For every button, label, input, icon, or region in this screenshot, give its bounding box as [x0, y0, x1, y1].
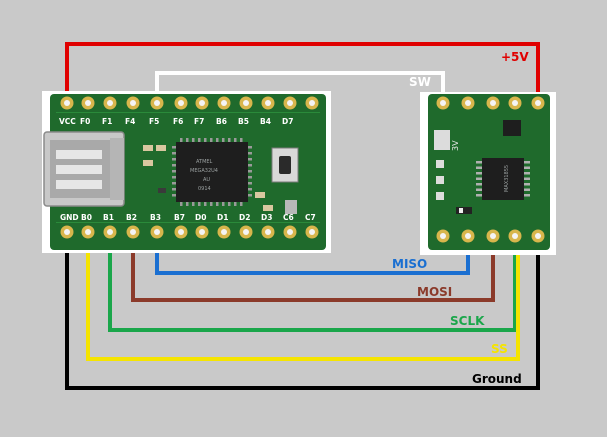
- sensor-bottom-pin-4: [508, 229, 522, 243]
- teensy-pin-d7: [283, 96, 297, 110]
- teensy-pin-vcc: [60, 96, 74, 110]
- teensy-pin-label-b2: B2: [126, 213, 137, 222]
- teensy-pin-label-f7: F7: [194, 117, 204, 126]
- teensy-pin-f4: [126, 96, 140, 110]
- teensy-pin-label-b4: B4: [260, 117, 271, 126]
- sensor-chip: MAX31855: [476, 158, 530, 200]
- sensor-top-pin-5: [531, 96, 545, 110]
- sensor-top-pin-4: [508, 96, 522, 110]
- teensy-pin-label-b3: B3: [150, 213, 161, 222]
- teensy-pin-b5: [239, 96, 253, 110]
- sensor-bottom-pin-1: [436, 229, 450, 243]
- teensy-pin-b3: [150, 225, 164, 239]
- teensy-pin-label-f6: F6: [173, 117, 183, 126]
- teensy-pin-label-b6: B6: [216, 117, 227, 126]
- ground-wire: [65, 232, 540, 390]
- sensor-bottom-pin-3: [486, 229, 500, 243]
- teensy-pin-label-d1: D1: [217, 213, 228, 222]
- teensy-pin-label-f5: F5: [149, 117, 159, 126]
- teensy-pin-d2: [239, 225, 253, 239]
- sclk-wire: [108, 232, 517, 332]
- teensy-pin-extra: [305, 96, 319, 110]
- sclk-label: SCLK: [450, 314, 485, 328]
- teensy-pin-label-c7: C7: [305, 213, 316, 222]
- wire-labels: +5V SW MISO MOSI SCLK SS Ground: [392, 50, 529, 386]
- usb-connector: [43, 131, 125, 207]
- sensor-chip-text: MAX31855: [504, 165, 510, 192]
- microcontroller-chip: ATMEL MEGA32U4 AU 0914: [172, 138, 252, 206]
- teensy-pin-label-b7: B7: [174, 213, 185, 222]
- teensy-pin-b2: [126, 225, 140, 239]
- mosi-label: MOSI: [417, 285, 452, 299]
- teensy-pin-f1: [103, 96, 117, 110]
- sensor-pins: [436, 96, 545, 243]
- reset-button: [271, 147, 299, 183]
- teensy-pin-label-d3: D3: [261, 213, 272, 222]
- teensy-pin-label-f4: F4: [125, 117, 135, 126]
- ground-label: Ground: [472, 372, 522, 386]
- chip-text-line-3: AU: [203, 177, 210, 183]
- teensy-pin-label-f0: F0: [80, 117, 90, 126]
- teensy-pin-label-c6: C6: [283, 213, 294, 222]
- teensy-pin-b0: [81, 225, 95, 239]
- teensy-pin-label-d0: D0: [195, 213, 206, 222]
- teensy-pin-label-b0: B0: [81, 213, 92, 222]
- teensy-pin-label-b1: B1: [103, 213, 114, 222]
- teensy-pin-c6: [283, 225, 297, 239]
- teensy-pin-f7: [195, 96, 209, 110]
- sensor-top-pin-2: [461, 96, 475, 110]
- teensy-pin-label-d2: D2: [239, 213, 250, 222]
- teensy-pin-label-f1: F1: [102, 117, 112, 126]
- chip-text-line-2: MEGA32U4: [190, 168, 218, 174]
- chip-text-line-1: ATMEL: [196, 159, 213, 165]
- teensy-pin-b1: [103, 225, 117, 239]
- teensy-board: ATMEL MEGA32U4 AU 0914 VCC F0 F1 F4 F5 F6 F7 B6…: [42, 91, 331, 253]
- mosi-wire: [131, 232, 495, 302]
- teensy-top-pins: VCC F0 F1 F4 F5 F6 F7 B6 B5 B4 D7: [59, 96, 319, 126]
- sensor-bottom-pin-5: [531, 229, 545, 243]
- smd-components: [143, 145, 297, 214]
- teensy-pin-b6: [217, 96, 231, 110]
- ss-wire: [86, 232, 520, 361]
- sw-label: SW: [409, 75, 431, 89]
- sensor-top-pin-1: [436, 96, 450, 110]
- teensy-pin-d1: [217, 225, 231, 239]
- teensy-pin-gnd: [60, 225, 74, 239]
- miso-label: MISO: [392, 257, 427, 271]
- teensy-pin-f6: [174, 96, 188, 110]
- teensy-pin-c7: [305, 225, 319, 239]
- teensy-pin-label-d7: D7: [282, 117, 293, 126]
- teensy-pin-d0: [195, 225, 209, 239]
- vcc-label: +5V: [501, 50, 529, 64]
- teensy-pin-f5: [150, 96, 164, 110]
- sensor-top-pin-3: [486, 96, 500, 110]
- chip-text-line-4: 0914: [198, 186, 211, 192]
- ss-label: SS: [491, 342, 508, 356]
- teensy-pin-d3: [261, 225, 275, 239]
- teensy-pin-label-vcc: VCC: [59, 117, 76, 126]
- sw-wire: [155, 71, 445, 103]
- vcc-wire: [65, 42, 540, 103]
- teensy-pin-b7: [174, 225, 188, 239]
- teensy-pin-label-gnd: GND: [60, 213, 79, 222]
- sensor-bottom-pin-2: [461, 229, 475, 243]
- teensy-pin-label-b5: B5: [238, 117, 249, 126]
- sensor-board: 3V MAX31855: [420, 92, 556, 255]
- teensy-pin-b4: [261, 96, 275, 110]
- sensor-3v-label: 3V: [451, 140, 460, 151]
- teensy-pin-f0: [81, 96, 95, 110]
